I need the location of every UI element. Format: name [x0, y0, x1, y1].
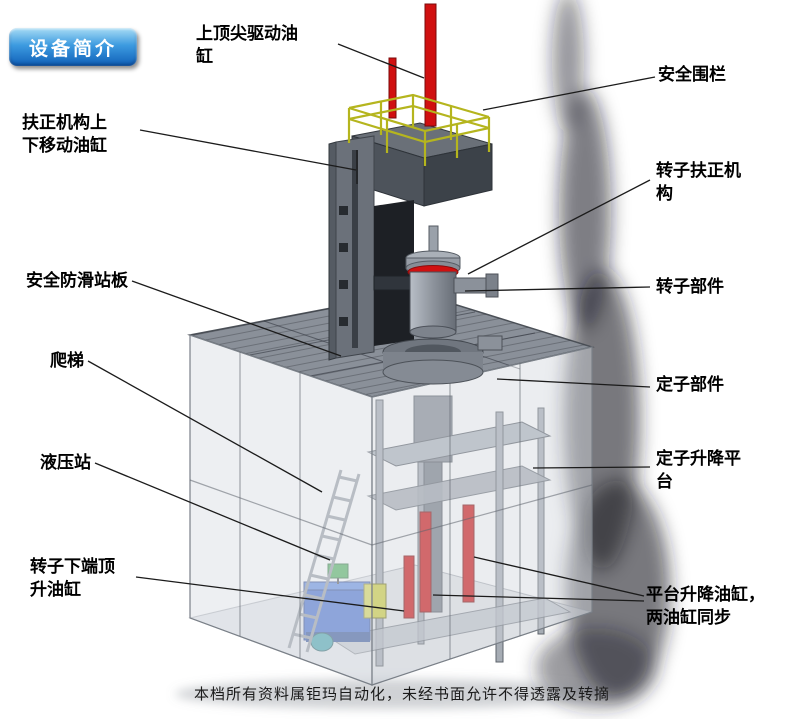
leader-platform-lift-a [473, 556, 645, 597]
leader-rotor-part [464, 286, 651, 292]
stator-lift-platform-beam [366, 421, 552, 467]
label-rotor-bottom-jack: 转子下端顶 升油缸 [30, 557, 115, 600]
label-hydraulic-station: 液压站 [40, 453, 91, 472]
leader-rotor-centering-mechanism [467, 179, 651, 275]
enclosure-walls [189, 334, 593, 686]
rotor-jack-cylinder-rod [403, 555, 415, 619]
leader-centering-lift-cylinder [139, 129, 357, 171]
leader-stator-part [496, 378, 651, 388]
label-safety-fence: 安全围栏 [658, 65, 726, 84]
label-rotor-centering-mechanism: 转子扶正机 构 [656, 161, 741, 204]
safety-fence-railing [347, 93, 491, 166]
centering-guide-blocks [339, 206, 348, 326]
label-top-spindle-cylinder: 上顶尖驱动油 缸 [196, 24, 298, 67]
leader-hydraulic-station [94, 462, 331, 561]
leader-lines [87, 43, 656, 612]
section-badge-label: 设备简介 [28, 38, 117, 60]
leader-anti-slip-platform [131, 280, 342, 357]
column-window [374, 200, 414, 346]
leader-rotor-bottom-jack [135, 576, 405, 612]
label-anti-slip-platform: 安全防滑站板 [26, 271, 128, 290]
stator-assembly [382, 335, 503, 385]
label-stator-lift-platform: 定子升降平 台 [656, 449, 741, 492]
leader-stator-lift-platform [532, 466, 651, 469]
platform-lift-cylinder-rods [419, 504, 475, 613]
leader-safety-fence [482, 76, 656, 111]
label-ladder: 爬梯 [50, 351, 84, 370]
label-rotor-part: 转子部件 [656, 277, 724, 296]
ground-shadow [175, 679, 605, 709]
machine-column [328, 135, 414, 361]
top-spindle-cylinder-rods [388, 3, 437, 127]
section-badge: 设备简介 [9, 28, 137, 66]
leader-ladder [87, 360, 323, 493]
enclosure-right-wall [371, 346, 593, 686]
stator-bracket [477, 335, 503, 351]
leader-platform-lift-b [432, 594, 645, 602]
label-stator-part: 定子部件 [656, 375, 724, 394]
leader-top-spindle-cylinder [337, 43, 425, 79]
rotor-centering-arm [373, 275, 415, 291]
enclosure-left-wall [189, 334, 373, 686]
rotor-assembly [405, 225, 499, 339]
footer-copyright: 本档所有资料属钜玛自动化，未经书面允许不得透露及转摘 [193, 686, 610, 703]
press-machine [328, 3, 503, 385]
label-centering-lift-cylinder: 扶正机构上 下移动油缸 [22, 113, 107, 156]
label-platform-lift-cylinders: 平台升降油缸， 两油缸同步 [646, 585, 765, 628]
